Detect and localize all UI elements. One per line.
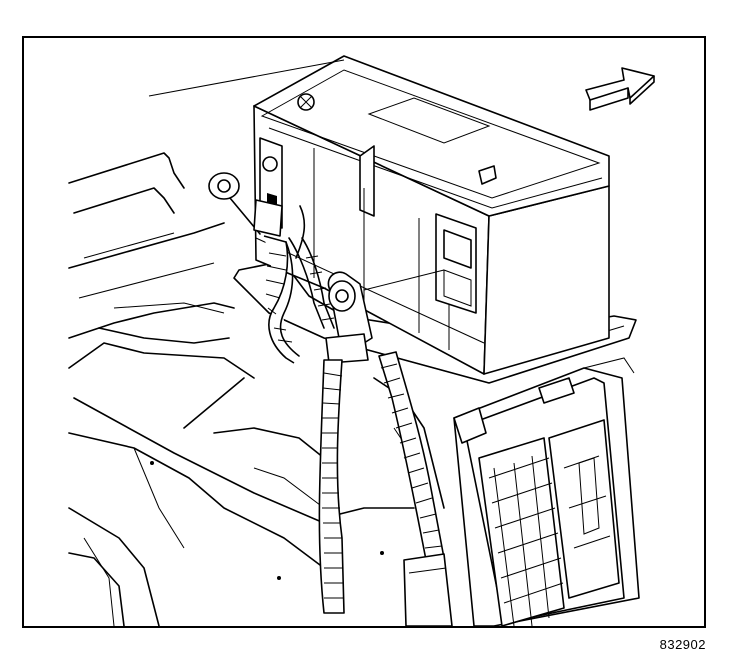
battery — [253, 55, 610, 375]
negative-battery-cable — [208, 172, 335, 364]
engine-control-module — [453, 357, 640, 626]
leader-line — [148, 59, 345, 97]
engine-compartment-background — [68, 152, 445, 626]
positive-battery-cable — [318, 271, 453, 626]
battery-illustration — [68, 55, 655, 626]
forward-arrow-icon — [585, 67, 655, 111]
illustration-frame — [22, 36, 706, 628]
figure-number: 832902 — [659, 637, 706, 652]
